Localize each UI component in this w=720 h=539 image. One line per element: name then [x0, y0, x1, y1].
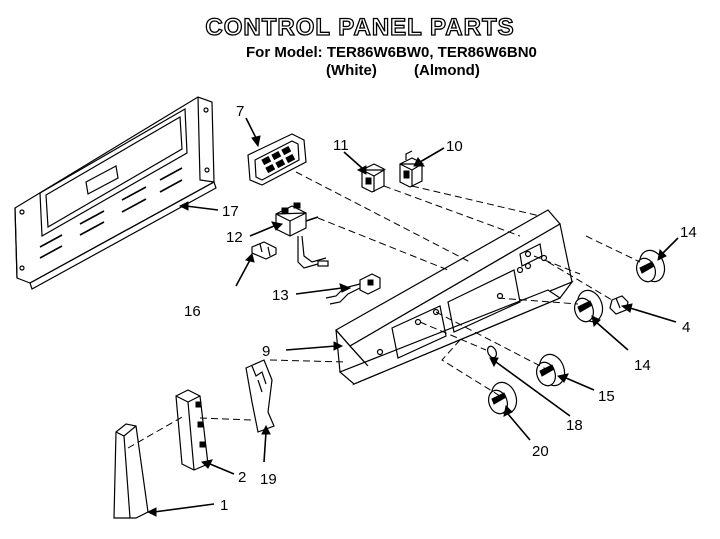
knob-spring: [486, 345, 498, 359]
side-trim: [113, 423, 149, 519]
callout-9: 9: [262, 343, 270, 360]
callout-2: 2: [238, 469, 246, 486]
knob-lower: [487, 381, 518, 415]
leader-lines: [146, 117, 679, 517]
callout-14-lower: 14: [634, 357, 651, 374]
callout-1: 1: [220, 497, 228, 514]
callout-19: 19: [260, 471, 277, 488]
callout-4: 4: [682, 319, 690, 336]
callout-18: 18: [566, 417, 583, 434]
knob-center: [535, 353, 566, 387]
callout-16: 16: [184, 303, 201, 320]
infinite-switch: [275, 202, 329, 269]
callout-7: 7: [236, 103, 244, 120]
end-cap: [175, 389, 209, 471]
callout-10: 10: [446, 138, 463, 155]
rear-console-panel: [14, 96, 217, 290]
variant-almond: (Almond): [414, 62, 480, 79]
callout-14-upper: 14: [680, 224, 697, 241]
clock-module: [247, 133, 307, 186]
mounting-clip: [251, 241, 277, 260]
wiring-harness: [325, 273, 381, 305]
push-button-switch: [361, 163, 387, 193]
variant-white: (White): [326, 62, 377, 79]
knob-center-right: [573, 289, 604, 323]
side-bracket: [245, 359, 275, 433]
rotary-switch: [399, 150, 425, 188]
callout-13: 13: [272, 287, 289, 304]
knob-upper-right: [635, 249, 666, 283]
callout-15: 15: [598, 388, 615, 405]
model-numbers: For Model: TER86W6BW0, TER86W6BN0: [246, 44, 537, 61]
knob-insert: [609, 295, 629, 315]
callout-20: 20: [532, 443, 549, 460]
diagram-title: CONTROL PANEL PARTS: [205, 13, 515, 41]
callout-17: 17: [222, 203, 239, 220]
callout-12: 12: [226, 229, 243, 246]
assembly-lines: [127, 171, 641, 449]
control-panel: [335, 209, 574, 386]
callout-11: 11: [333, 137, 349, 154]
